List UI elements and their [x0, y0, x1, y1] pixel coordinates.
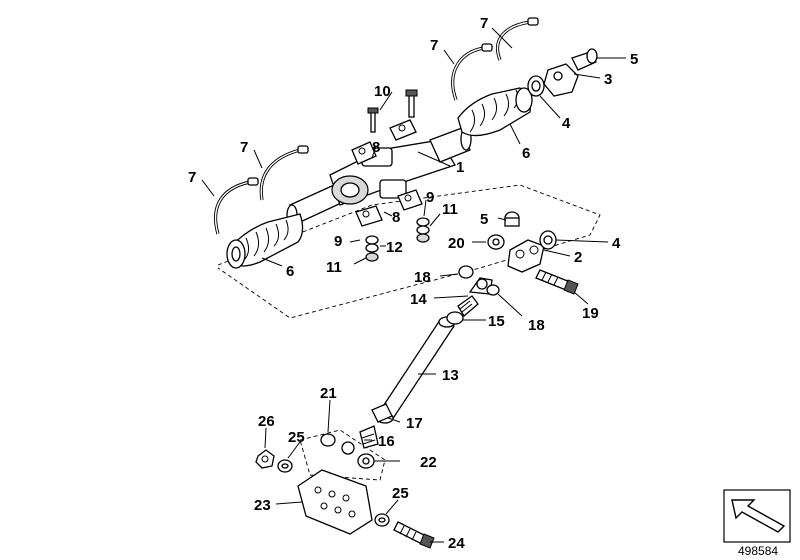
callout-5-upper: 5 [630, 51, 638, 68]
callout-14: 14 [410, 291, 427, 308]
callout-8-lower: 8 [392, 209, 400, 226]
callout-25-upper: 25 [288, 429, 305, 446]
nut-washer-stack-left [365, 235, 379, 262]
assembly-boundary-upper [217, 184, 601, 319]
callout-7-c: 7 [240, 139, 248, 156]
callout-9-left: 9 [334, 233, 342, 250]
leader-lines [201, 27, 626, 543]
callout-11-left: 11 [326, 259, 342, 276]
washer-25-lower [374, 513, 390, 527]
sensor-cable-upper-middle [451, 43, 493, 101]
bracket-2 [507, 239, 545, 273]
callout-9-right: 9 [426, 189, 434, 206]
callout-4-upper: 4 [562, 115, 571, 132]
callout-13: 13 [442, 367, 459, 384]
callout-12: 12 [386, 239, 403, 256]
callout-18-upper: 18 [414, 269, 431, 286]
sensor-cable-upper-right [495, 17, 539, 61]
callout-1: 1 [456, 159, 464, 176]
callout-17: 17 [406, 415, 423, 432]
washer-ring-lower [539, 230, 557, 250]
callout-20: 20 [448, 235, 465, 252]
callout-8-upper: 8 [372, 139, 380, 156]
callout-24: 24 [448, 535, 465, 552]
callout-10: 10 [374, 83, 391, 100]
bracket-plate-23 [297, 469, 373, 535]
callout-22: 22 [420, 454, 437, 471]
sleeve-15 [446, 311, 464, 325]
callout-6-lower: 6 [286, 263, 294, 280]
sensor-cable-left-upper [259, 145, 309, 201]
callout-15: 15 [488, 313, 505, 330]
callout-18-lower: 18 [528, 317, 545, 334]
nut-washer-stack-right [416, 217, 430, 243]
callout-25-lower: 25 [392, 485, 409, 502]
bolt-24 [393, 521, 435, 549]
document-number: 498584 [738, 544, 778, 558]
callout-7-d: 7 [188, 169, 196, 186]
callout-labels: 1 2 3 4 4 5 5 6 6 7 7 7 7 8 8 9 9 10 11 … [188, 15, 638, 552]
nut-17 [371, 403, 393, 423]
callout-7-b: 7 [430, 37, 438, 54]
callout-7-a: 7 [480, 15, 488, 32]
washer-25-upper [277, 459, 293, 473]
callout-4-lower: 4 [612, 235, 621, 252]
callout-19: 19 [582, 305, 599, 322]
steering-intermediate-shaft [376, 295, 479, 424]
callout-6-upper: 6 [522, 145, 530, 162]
bolt-5-lower [504, 211, 520, 227]
callout-11-right: 11 [442, 201, 458, 218]
bellows-gaiter-left [226, 213, 304, 269]
nut-22 [357, 453, 375, 469]
nut-18 [458, 265, 500, 296]
sensor-cable-left-lower [213, 177, 259, 235]
bellows-gaiter-right [457, 87, 533, 137]
callout-5-lower: 5 [480, 211, 488, 228]
washer-ring-upper [527, 75, 545, 97]
nut-21 [320, 433, 336, 447]
bolt-19 [535, 269, 579, 295]
assembly-boundary-lower [299, 429, 386, 481]
tie-rod-joint [543, 48, 598, 97]
mounting-clamp-lower [355, 189, 423, 227]
callout-21: 21 [320, 385, 337, 402]
mounting-clamp-upper [351, 119, 417, 165]
ball-joint-16 [341, 425, 379, 455]
bolt-10 [367, 89, 418, 133]
callout-3: 3 [604, 71, 612, 88]
nut-26 [255, 449, 275, 469]
callout-16: 16 [378, 433, 395, 450]
callout-26: 26 [258, 413, 275, 430]
washer-20 [487, 234, 505, 250]
callout-23: 23 [254, 497, 271, 514]
arrow-navigation-icon [723, 489, 791, 543]
callout-2: 2 [574, 249, 582, 266]
